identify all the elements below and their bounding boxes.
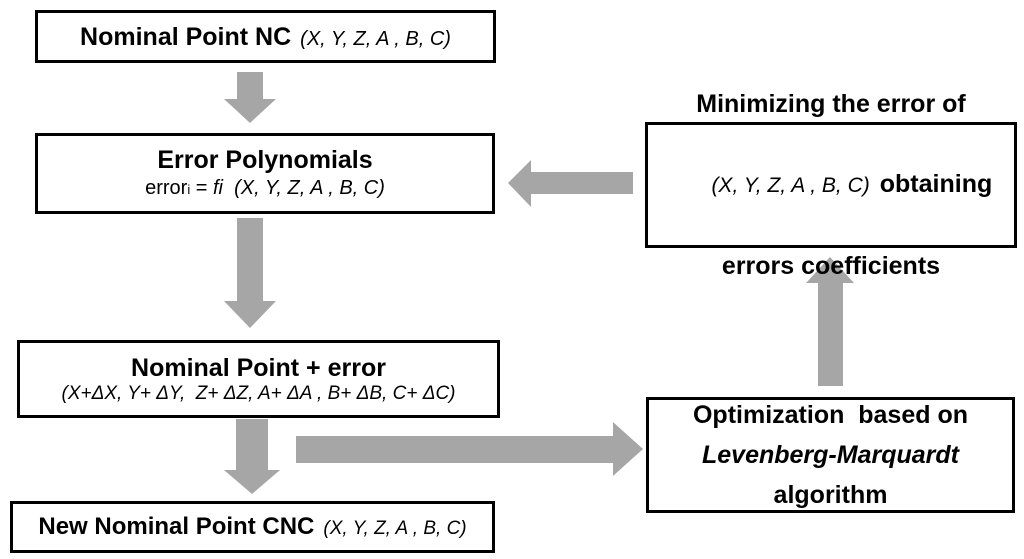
arrow-up-optimization-to-minimizing-icon: [806, 257, 854, 386]
minimizing-error-line3: errors coefficients: [721, 252, 941, 280]
box-new-nominal-point-cnc: New Nominal Point CNC (X, Y, Z, A , B, C…: [10, 501, 495, 553]
minimizing-error-line1: Minimizing the error of: [696, 90, 966, 118]
nominal-point-nc-line: Nominal Point NC (X, Y, Z, A , B, C): [80, 22, 451, 52]
optimization-line3: algorithm: [773, 481, 888, 509]
arrow-right-to-optimization-icon: [296, 422, 643, 476]
arrow-down-error-to-cnc-icon: [224, 419, 280, 494]
nominal-point-nc-params: (X, Y, Z, A , B, C): [300, 27, 451, 50]
formula-expression: fi (X, Y, Z, A , B, C): [213, 176, 385, 199]
error-polynomials-title: Error Polynomials: [157, 145, 373, 174]
nominal-point-nc-title: Nominal Point NC: [80, 22, 292, 51]
minimizing-error-obtaining: obtaining: [879, 170, 993, 198]
arrow-down-nc-to-polynomials-icon: [224, 72, 276, 123]
optimization-line1: Optimization based on: [692, 401, 968, 429]
minimizing-error-params: (X, Y, Z, A , B, C): [711, 174, 870, 197]
nominal-point-plus-error-title: Nominal Point + error: [131, 354, 386, 382]
optimization-line2: Levenberg-Marquardt: [702, 441, 959, 469]
arrow-down-polynomials-to-error-icon: [224, 218, 276, 328]
box-nominal-point-plus-error: Nominal Point + error (X+ΔX, Y+ ΔY, Z+ Δ…: [17, 340, 500, 418]
box-nominal-point-nc: Nominal Point NC (X, Y, Z, A , B, C): [35, 10, 496, 63]
formula-equals: =: [190, 176, 213, 199]
formula-base: error: [145, 176, 188, 199]
box-minimizing-error: Minimizing the error of (X, Y, Z, A , B,…: [645, 90, 1017, 280]
box-optimization: Optimization based on Levenberg-Marquard…: [646, 397, 1015, 513]
nominal-point-plus-error-params: (X+ΔX, Y+ ΔY, Z+ ΔZ, A+ ΔA , B+ ΔB, C+ Δ…: [61, 383, 456, 404]
formula-subscript: i: [187, 181, 191, 197]
new-nominal-point-cnc-params: (X, Y, Z, A , B, C): [323, 518, 467, 539]
arrow-left-minimizing-to-polynomials-icon: [508, 160, 633, 207]
new-nominal-point-cnc-title: New Nominal Point CNC: [38, 513, 315, 540]
new-nominal-point-cnc-line: New Nominal Point CNC (X, Y, Z, A , B, C…: [38, 513, 466, 541]
minimizing-error-line2: (X, Y, Z, A , B, C) obtaining: [670, 124, 993, 246]
